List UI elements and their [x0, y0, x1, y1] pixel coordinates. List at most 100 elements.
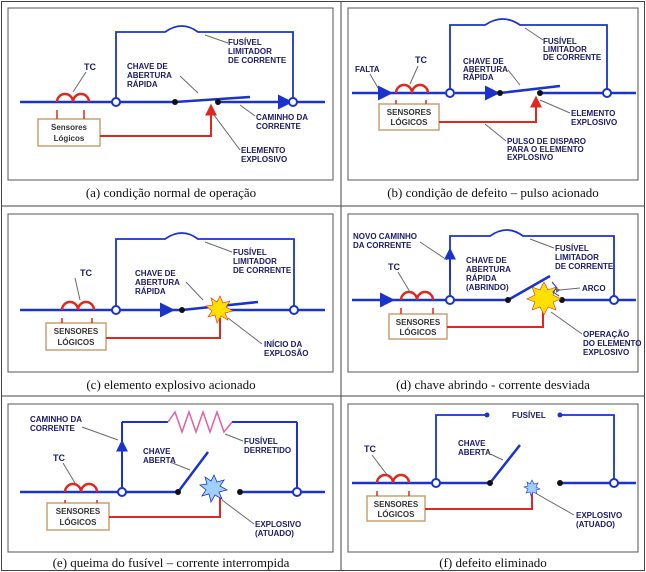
panel-d: TC SENSORES LÓGICOS NOVO CAMINHO DA CORR… [347, 213, 642, 392]
panel-b-tc-label: TC [415, 55, 427, 65]
panel-d-switch-label-3: RÁPIDA [466, 274, 497, 283]
panel-c-tc-coil [60, 300, 96, 311]
panel-f-broken-fuse-left [435, 414, 487, 479]
panel-b-sensors-line1: SENSORES [387, 108, 432, 117]
panel-e-explosion-burst [199, 474, 229, 504]
panel-a-path-label-2: CORRENTE [256, 122, 302, 131]
panel-f-explosive-label-1: EXPLOSIVO [576, 511, 622, 520]
panel-c-fuse-label-1: FUSÍVEL [233, 248, 267, 257]
panel-a-frame [7, 7, 334, 181]
panel-e: TC SENSORES LÓGICOS CAMINHO DA CORRENTE … [7, 403, 334, 570]
panel-a-fuse-label-3: DE CORRENTE [228, 56, 287, 65]
panel-a-tc-label: TC [84, 62, 96, 72]
panel-e-fuse-label-1: FUSÍVEL [244, 437, 278, 446]
panel-e-explosive-label-1: EXPLOSIVO [255, 520, 301, 529]
panel-e-pulse-line [109, 498, 221, 518]
panel-a-sensors-line1: Sensores [51, 123, 88, 132]
panel-a-fuse [115, 25, 294, 98]
panel-b-pulse-label-3: EXPLOSIVO [507, 153, 553, 162]
panel-b-node-right [602, 88, 612, 98]
panel-b-sensors-box [378, 103, 440, 131]
panel-b-sensors-line2: LÓGICOS [391, 118, 429, 127]
panel-c-start-label-1: INÍCIO DA [264, 340, 302, 349]
panel-d-new-path-label-2: DA CORRENTE [353, 241, 412, 250]
panel-d-switch-label-4: (ABRINDO) [466, 283, 509, 292]
panel-c-tc-label: TC [80, 268, 92, 278]
panel-d-operation-label-2: DO ELEMENTO [583, 339, 642, 348]
panel-c-sensors-line1: SENSORES [54, 327, 99, 336]
panel-c-switch-label-1: CHAVE DE [135, 269, 176, 278]
panel-b-switch-label-2: ABERTURA [463, 65, 508, 74]
panel-c-explosion-burst [205, 295, 234, 324]
panel-e-fuse-label-2: DERRETIDO [244, 446, 291, 455]
panel-f-switch-label-1: CHAVE [458, 439, 486, 448]
panel-b-pulse-label-1: PULSO DE DISPARO [507, 137, 586, 146]
panel-f-sensors-line2: LÓGICOS [378, 510, 416, 519]
panel-c-node-left [111, 305, 121, 315]
panel-c-start-label-2: EXPLOSÃO [264, 349, 308, 358]
panel-b-element-label-1: ELEMENTO [571, 109, 615, 118]
panel-d-fuse-label-2: LIMITADOR [555, 253, 599, 262]
panel-c-fuse-label-2: LIMITADOR [233, 257, 277, 266]
panel-e-explosive-label-2: (ATUADO) [255, 529, 294, 538]
panel-f-tc-coil [375, 473, 411, 484]
panel-d-fuse-label-1: FUSÍVEL [555, 244, 589, 253]
panel-a-pulse-line [100, 103, 217, 137]
panel-e-tc-coil [63, 482, 99, 493]
panel-d-node-left [445, 295, 455, 305]
panel-a-switch-label-1: CHAVE DE [127, 62, 168, 71]
panel-f-sensors-line1: SENSORES [374, 500, 419, 509]
panel-d-operation-label-3: EXPLOSIVO [583, 348, 629, 357]
panel-b-pulse-line [439, 95, 542, 123]
panel-d-fuse [449, 229, 615, 296]
panel-a-caption: (a) condição normal de operação [86, 185, 256, 200]
panel-e-sensors-line1: SENSORES [56, 507, 101, 516]
panel-b-fault-label: FALTA [355, 65, 380, 74]
panel-c-node-right [289, 305, 299, 315]
panel-c-switch-label-3: RÁPIDA [135, 287, 166, 296]
panel-d-caption: (d) chave abrindo - corrente desviada [396, 377, 590, 392]
panel-f-caption: (f) defeito eliminado [439, 555, 547, 570]
panel-a-tc-coil [55, 92, 91, 103]
panel-a-sensors-box [37, 118, 101, 147]
panel-b: FALTA TC SENSORES LÓGICOS CHAVE DE ABERT… [347, 7, 639, 200]
panel-e-sensors-line2: LÓGICOS [60, 518, 98, 527]
panel-e-node-left [117, 487, 127, 497]
panel-e-path-label-2: CORRENTE [30, 424, 76, 433]
panel-a-switch-label-3: RÁPIDA [127, 80, 158, 89]
panel-c-frame [7, 213, 334, 373]
panel-c-sensors-box [45, 322, 107, 351]
panel-c-switch-label-2: ABERTURA [135, 278, 180, 287]
panel-d-sensors-line2: LÓGICOS [400, 328, 438, 337]
panel-a-node-right [288, 97, 298, 107]
panel-f-switch-label-2: ABERTA [458, 448, 491, 457]
panel-b-fuse-label-1: FUSÍVEL [543, 37, 577, 46]
panel-a-node-left [111, 97, 121, 107]
panel-f-broken-fuse-right [560, 414, 615, 479]
panel-f: FUSÍVEL TC SENSORES LÓGICOS CHAVE ABERTA… [347, 403, 639, 570]
panel-d-sensors-line1: SENSORES [396, 318, 441, 327]
panel-e-node-right [292, 487, 302, 497]
panel-e-switch-label-2: ABERTA [143, 456, 176, 465]
panel-b-element-label-2: EXPLOSIVO [571, 118, 617, 127]
panel-d-arc [551, 281, 560, 297]
panel-d-node-right [609, 295, 619, 305]
panel-e-frame [7, 403, 334, 553]
panel-d-tc-coil [399, 290, 435, 301]
panel-c: TC SENSORES LÓGICOS CHAVE DE ABERTURA RÁ… [7, 213, 334, 392]
panel-b-fuse-label-2: LIMITADOR [543, 45, 587, 54]
panel-b-fuse [449, 18, 608, 89]
panel-a-sensors-line2: Lógicos [54, 134, 85, 143]
panel-a-switch-label-2: ABERTURA [127, 71, 172, 80]
panel-f-fuse-label: FUSÍVEL [512, 411, 546, 420]
panel-f-pulse-line [425, 493, 533, 510]
panel-c-sensors-line2: LÓGICOS [58, 338, 96, 347]
panel-d-switch-label-1: CHAVE DE [466, 256, 507, 265]
panel-e-melted-fuse [167, 409, 233, 435]
panel-f-tc-label: TC [364, 444, 376, 454]
panel-c-caption: (c) elemento explosivo acionado [86, 377, 255, 392]
panel-f-explosive-label-2: (ATUADO) [576, 520, 615, 529]
panel-a-element-label-1: ELEMENTO [241, 146, 285, 155]
panel-b-pulse-label-2: PARA O ELEMENTO [507, 145, 584, 154]
